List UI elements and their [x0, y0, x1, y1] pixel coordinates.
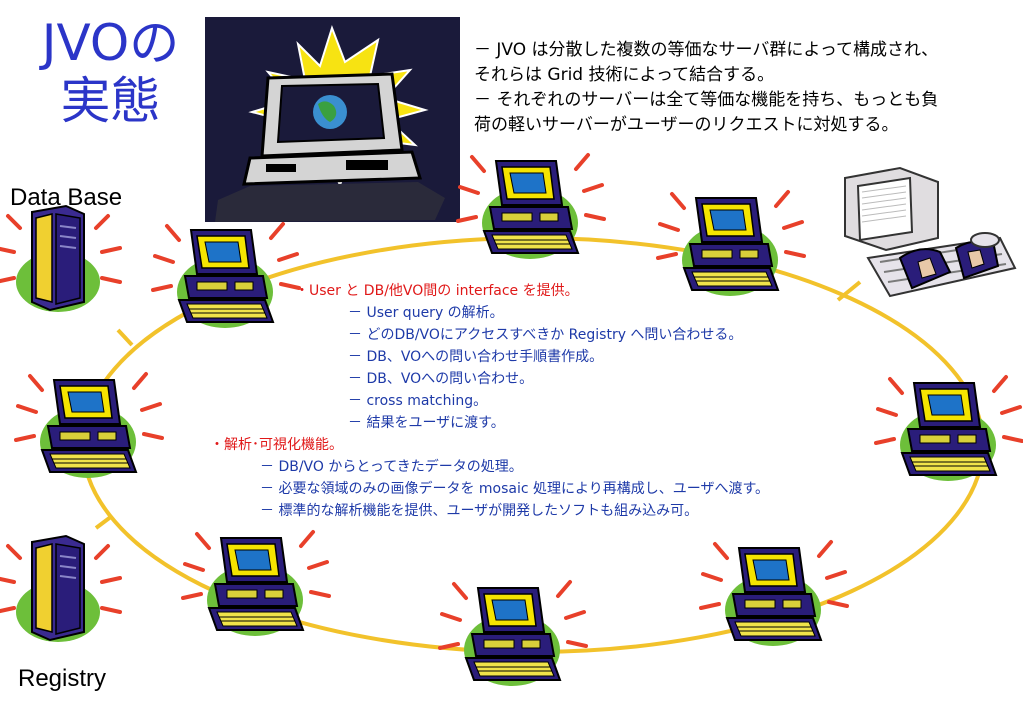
intro-text: － JVO は分散した複数の等価なサーバ群によって構成され、 それらは Grid…: [474, 38, 1014, 138]
feature-item: － 結果をユーザに渡す。: [348, 415, 505, 431]
user-terminal-icon: [844, 166, 1017, 298]
computer-burst-icon: [205, 17, 460, 222]
server-computer-bottom-left: [183, 532, 329, 636]
feature-item: － DB/VO からとってきたデータの処理。: [260, 459, 523, 475]
feature-item: － cross matching。: [348, 393, 488, 409]
feature-item: － User query の解析。: [348, 305, 504, 321]
title-line-2: 実態: [60, 72, 161, 130]
feature-item: － DB、VOへの問い合わせ手順書作成。: [348, 349, 604, 365]
title-line-1: JVOの: [41, 14, 180, 72]
database-tower-icon: [0, 204, 122, 314]
server-computer-bottom-right: [701, 542, 847, 646]
server-computer-bottom-center: [440, 582, 586, 686]
page-title: JVOの 実態: [18, 14, 203, 130]
intro-line: 荷の軽いサーバーがユーザーのリクエストに対処する。: [474, 115, 899, 135]
feature-heading-interface: ・User と DB/他VO間の interface を提供。: [295, 283, 579, 299]
server-computer-top-center: [458, 155, 604, 259]
server-computer-right: [876, 377, 1022, 481]
server-computer-top-right: [658, 192, 804, 296]
registry-tower-icon: [0, 534, 122, 644]
feature-item: － どのDB/VOにアクセスすべきか Registry へ問い合わせる。: [348, 327, 743, 343]
database-label: Data Base: [10, 184, 123, 211]
registry-label: Registry: [18, 665, 107, 692]
server-computer-left: [16, 374, 162, 478]
feature-item: － 必要な領域のみの画像データを mosaic 処理により再構成し、ユーザへ渡す…: [260, 481, 770, 497]
intro-line: － それぞれのサーバーは全て等価な機能を持ち、もっとも負: [474, 90, 939, 110]
intro-line: それらは Grid 技術によって結合する。: [474, 65, 775, 85]
intro-line: － JVO は分散した複数の等価なサーバ群によって構成され、: [474, 40, 939, 60]
feature-item: － DB、VOへの問い合わせ。: [348, 371, 534, 387]
feature-item: － 標準的な解析機能を提供、ユーザが開発したソフトも組み込み可。: [260, 503, 699, 519]
feature-heading-analysis: ・解析･可視化機能。: [210, 437, 343, 453]
